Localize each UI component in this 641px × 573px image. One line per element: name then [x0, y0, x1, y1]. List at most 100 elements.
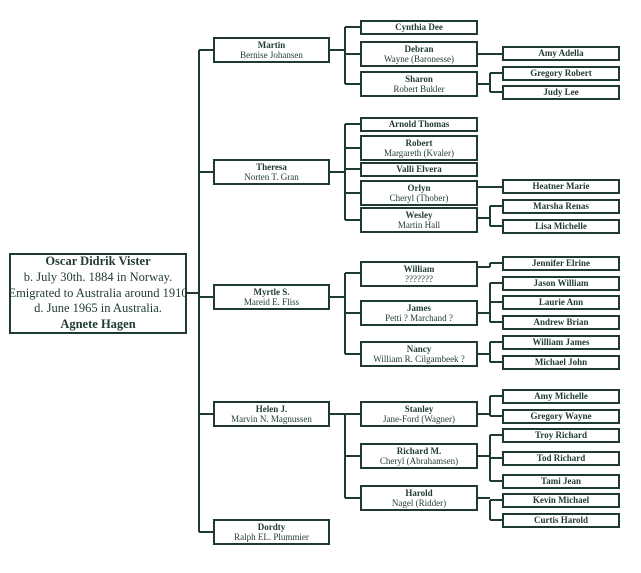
great-grandchild-box-marsha: Marsha Renas — [502, 199, 620, 214]
person-name: Theresa — [256, 161, 287, 172]
great-grandchild-box-curtis: Curtis Harold — [502, 513, 620, 528]
spouse-name: Martin Hall — [397, 220, 441, 230]
child-box-helen: Helen J. Marvin N. Magnussen — [213, 401, 330, 427]
great-grandchild-box-gregory-wayne: Gregory Wayne — [502, 409, 620, 424]
great-grandchild-box-lisa: Lisa Michelle — [502, 219, 620, 234]
great-grandchild-box-heatner: Heatner Marie — [502, 179, 620, 194]
person-name: Harold — [405, 487, 433, 498]
child-box-myrtle: Myrtle S. Mareid E. Fliss — [213, 284, 330, 310]
grandchild-box-stanley: Stanley Jane-Ford (Wagner) — [360, 401, 478, 427]
person-name: Tod Richard — [536, 453, 586, 464]
spouse-name: Norten T. Gran — [244, 172, 299, 182]
root-emigration: Emigrated to Australia around 1910 — [9, 285, 187, 300]
great-grandchild-box-tami: Tami Jean — [502, 474, 620, 489]
great-grandchild-box-amy-michelle: Amy Michelle — [502, 389, 620, 404]
person-name: Debran — [404, 43, 434, 54]
person-name: Amy Adella — [538, 48, 584, 59]
person-name: Curtis Harold — [533, 515, 589, 526]
person-name: Martin — [257, 39, 286, 50]
person-name: Amy Michelle — [534, 391, 588, 402]
grandchild-box-robert: Robert Margareth (Kvaler) — [360, 135, 478, 161]
grandchild-box-richard: Richard M. Cheryl (Abrahamsen) — [360, 443, 478, 469]
person-name: Tami Jean — [541, 476, 581, 487]
person-name: Lisa Michelle — [535, 221, 587, 232]
grandchild-box-cynthia: Cynthia Dee — [360, 20, 478, 35]
person-name: Marsha Renas — [533, 201, 589, 212]
person-name: Troy Richard — [535, 430, 587, 441]
great-grandchild-box-tod: Tod Richard — [502, 451, 620, 466]
great-grandchild-box-andrew: Andrew Brian — [502, 315, 620, 330]
great-grandchild-box-troy: Troy Richard — [502, 428, 620, 443]
great-grandchild-box-jason: Jason William — [502, 276, 620, 291]
spouse-name: Mareid E. Fliss — [243, 297, 300, 307]
child-box-dordty: Dordty Ralph EL. Plummier — [213, 519, 330, 545]
child-box-martin: Martin Bernise Johansen — [213, 37, 330, 63]
grandchild-box-sharon: Sharon Robert Bukler — [360, 71, 478, 97]
spouse-name: Nagel (Ridder) — [391, 498, 447, 508]
person-name: Laurie Ann — [538, 297, 584, 308]
person-name: Sharon — [405, 73, 433, 84]
root-birth: b. July 30th. 1884 in Norway. — [23, 270, 173, 285]
great-grandchild-box-judy-lee: Judy Lee — [502, 85, 620, 100]
great-grandchild-box-william-james: William James — [502, 335, 620, 350]
person-name: Helen J. — [255, 403, 288, 414]
grandchild-box-orlyn: Orlyn Cheryl (Thober) — [360, 180, 478, 206]
grandchild-box-harold: Harold Nagel (Ridder) — [360, 485, 478, 511]
person-name: Michael John — [534, 357, 588, 368]
spouse-name: Ralph EL. Plummier — [234, 532, 309, 542]
person-name: Wesley — [405, 209, 433, 220]
person-name: Dordty — [257, 521, 286, 532]
great-grandchild-box-gregory-robert: Gregory Robert — [502, 66, 620, 81]
root-spouse: Agnete Hagen — [60, 316, 136, 331]
spouse-name: William R. Cilgambeek ? — [373, 354, 465, 364]
root-death: d. June 1965 in Australia. — [34, 301, 162, 316]
person-name: Nancy — [406, 343, 432, 354]
grandchild-box-wesley: Wesley Martin Hall — [360, 207, 478, 233]
spouse-name: ??????? — [405, 274, 433, 284]
person-name: James — [407, 302, 431, 313]
great-grandchild-box-laurie: Laurie Ann — [502, 295, 620, 310]
spouse-name: Margareth (Kvaler) — [383, 148, 455, 158]
person-name: Robert — [405, 137, 433, 148]
person-name: Jason William — [533, 278, 589, 289]
person-name: Valli Elvera — [396, 164, 442, 175]
grandchild-box-valli: Valli Elvera — [360, 162, 478, 177]
person-name: Orlyn — [407, 182, 431, 193]
person-name: William — [403, 263, 435, 274]
great-grandchild-box-michael: Michael John — [502, 355, 620, 370]
great-grandchild-box-kevin: Kevin Michael — [502, 493, 620, 508]
spouse-name: Petti ? Marchand ? — [385, 313, 453, 323]
great-grandchild-box-amy-adella: Amy Adella — [502, 46, 620, 61]
person-name: Cynthia Dee — [395, 22, 443, 33]
grandchild-box-nancy: Nancy William R. Cilgambeek ? — [360, 341, 478, 367]
person-name: Heatner Marie — [532, 181, 590, 192]
person-name: Gregory Robert — [530, 68, 592, 79]
person-name: Andrew Brian — [533, 317, 589, 328]
spouse-name: Cheryl (Thober) — [389, 193, 449, 203]
grandchild-box-debran: Debran Wayne (Baronesse) — [360, 41, 478, 67]
person-name: Richard M. — [396, 445, 442, 456]
spouse-name: Robert Bukler — [393, 84, 445, 94]
person-name: Kevin Michael — [532, 495, 590, 506]
spouse-name: Wayne (Baronesse) — [384, 54, 454, 64]
spouse-name: Cheryl (Abrahamsen) — [379, 456, 459, 466]
great-grandchild-box-jennifer: Jennifer Elrine — [502, 256, 620, 271]
child-box-theresa: Theresa Norten T. Gran — [213, 159, 330, 185]
person-name: Myrtle S. — [253, 286, 290, 297]
person-name: Stanley — [404, 403, 434, 414]
person-name: Judy Lee — [543, 87, 579, 98]
grandchild-box-arnold: Arnold Thomas — [360, 117, 478, 132]
grandchild-box-william: William ??????? — [360, 261, 478, 287]
root-name: Oscar Didrik Vister — [45, 254, 151, 269]
person-name: Gregory Wayne — [530, 411, 592, 422]
person-name: Jennifer Elrine — [531, 258, 591, 269]
spouse-name: Jane-Ford (Wagner) — [383, 414, 455, 424]
person-name: William James — [532, 337, 590, 348]
grandchild-box-james: James Petti ? Marchand ? — [360, 300, 478, 326]
root-person-box: Oscar Didrik Vister b. July 30th. 1884 i… — [9, 253, 187, 334]
person-name: Arnold Thomas — [388, 119, 450, 130]
spouse-name: Bernise Johansen — [240, 50, 303, 60]
spouse-name: Marvin N. Magnussen — [231, 414, 312, 424]
